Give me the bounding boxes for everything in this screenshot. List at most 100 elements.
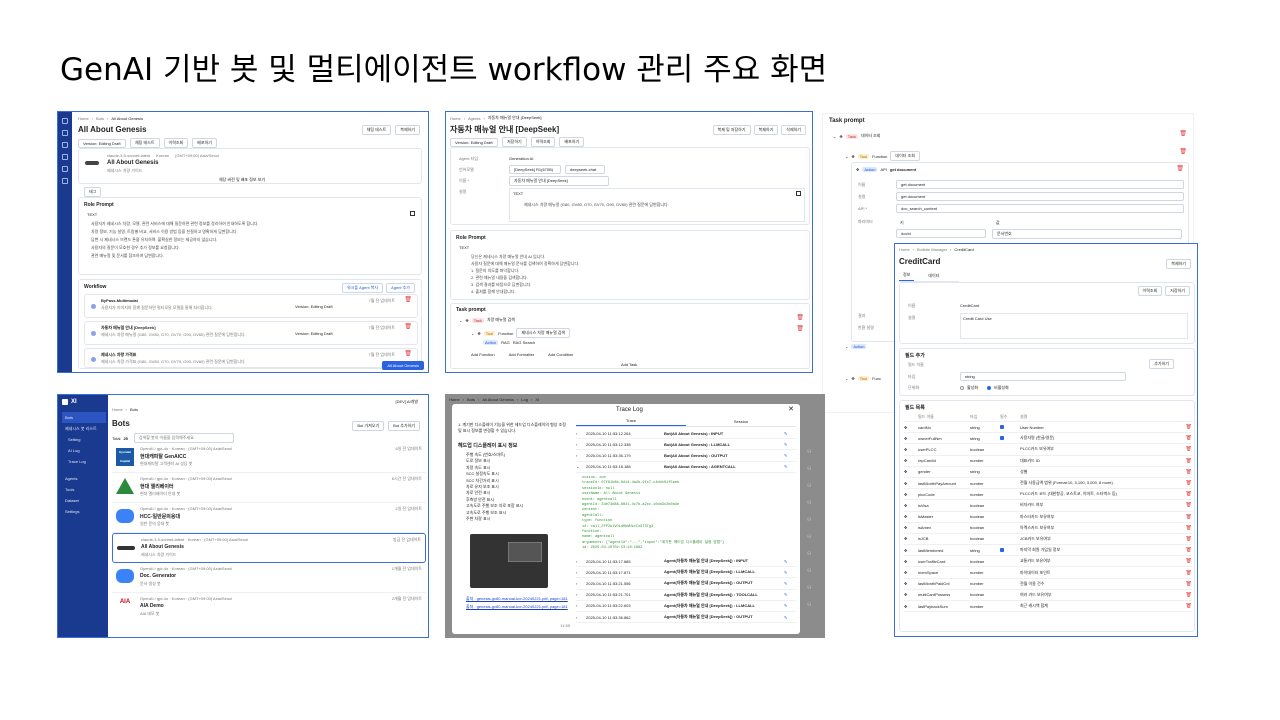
delete-icon[interactable]: 🗑 xyxy=(1179,131,1187,137)
home-icon[interactable] xyxy=(62,118,68,124)
list-item[interactable]: OpenAI / gpt-4o · Korean · (GMT+09:00) A… xyxy=(112,563,426,593)
sidebar-item-dataset[interactable]: Dataset xyxy=(65,498,79,503)
sidebar-item-setting[interactable]: Setting xyxy=(68,437,81,442)
drag-icon[interactable]: ✥ xyxy=(904,469,908,475)
sidebar-item-settings[interactable]: Settings xyxy=(65,509,80,514)
source-link[interactable]: 출처 : genesis-gv80-manual-kor-20240221.pd… xyxy=(466,604,568,609)
drag-icon[interactable]: ✥ xyxy=(904,603,908,609)
edit-icon[interactable]: ✎ xyxy=(784,592,788,598)
model-secondary-select[interactable]: deepseek-chat xyxy=(565,165,605,174)
add-bot-button[interactable]: Bot 추가하기 xyxy=(388,421,420,431)
delete-icon[interactable]: 🗑 xyxy=(1185,480,1192,487)
breadcrumb-item[interactable]: Agents xyxy=(468,115,481,121)
agent-icon[interactable] xyxy=(62,142,68,148)
duplicate-button[interactable]: 복제하기 xyxy=(395,125,420,135)
delete-icon[interactable]: 🗑 xyxy=(404,351,412,357)
edit-icon[interactable]: ✎ xyxy=(784,603,788,609)
delete-icon[interactable]: 🗑 xyxy=(1185,446,1192,453)
dataset-icon[interactable] xyxy=(62,166,68,172)
param-key-input[interactable]: docId xyxy=(896,229,986,238)
delete-icon[interactable]: 🗑 xyxy=(1179,149,1187,155)
delete-icon[interactable]: 🗑 xyxy=(1185,547,1192,554)
edit-icon[interactable]: ✎ xyxy=(784,569,788,575)
save-button[interactable]: 저장하기 xyxy=(502,137,527,147)
add-agent-button[interactable]: Agent 추가 xyxy=(386,283,415,293)
drag-icon[interactable]: ✥ xyxy=(904,491,908,497)
delete-icon[interactable]: 🗑 xyxy=(1185,502,1192,509)
workflow-version[interactable]: Version: Editing Draft xyxy=(295,331,333,336)
delete-button[interactable]: 삭제하기 xyxy=(781,125,806,135)
search-input[interactable]: 검색할 봇의 이름을 입력해주세요. xyxy=(133,433,234,443)
sidebar-item-tracelog[interactable]: Trace Log xyxy=(68,459,86,464)
workflow-item[interactable]: 제네시스 차량 가격표 제네시스 차량 가격표 (G80, GV80, G70,… xyxy=(84,348,418,368)
tab-data[interactable]: 데이터 xyxy=(928,272,940,278)
sidebar-item-ailog[interactable]: AI Log xyxy=(68,448,80,453)
sidebar-item-agents[interactable]: Agents xyxy=(65,476,78,481)
tool-icon[interactable] xyxy=(62,154,68,160)
workflow-version[interactable]: Version: Editing Draft xyxy=(295,304,333,309)
source-link[interactable]: 출처 : genesis-gv80-manual-kor-20240221.pd… xyxy=(466,596,568,601)
history-button[interactable]: 이력조회 xyxy=(163,138,189,148)
drag-icon[interactable]: ✥ xyxy=(904,458,908,464)
delete-icon[interactable]: 🗑 xyxy=(1185,491,1192,498)
duplicate-button[interactable]: 복제하기 xyxy=(753,125,779,135)
breadcrumb-item[interactable]: Bots xyxy=(96,116,105,121)
breadcrumb-item[interactable]: Log xyxy=(521,397,528,402)
version-select[interactable]: Version: Editing Draft xyxy=(78,138,126,148)
delete-icon[interactable]: 🗑 xyxy=(1185,569,1192,576)
breadcrumb-item[interactable]: Home xyxy=(450,115,461,121)
tab-session[interactable]: Session xyxy=(733,418,749,424)
delete-icon[interactable]: 🗑 xyxy=(796,315,804,321)
drag-icon[interactable]: ✥ xyxy=(904,514,908,520)
sidebar-item-genesis[interactable]: 제네시스 봇 리스트 xyxy=(65,426,97,431)
list-item[interactable]: AIA OpenAI / gpt-4o · Korean · (GMT+09:0… xyxy=(112,593,426,623)
delete-icon[interactable]: 🗑 xyxy=(1185,603,1192,610)
edit-icon[interactable]: ✎ xyxy=(784,464,788,470)
add-task-button[interactable]: Add Task xyxy=(621,362,638,367)
name-input[interactable]: 자동차 매뉴얼 안내 [DeepSeek] xyxy=(509,176,609,186)
drag-icon[interactable]: ✥ xyxy=(904,570,908,576)
field-required[interactable] xyxy=(1000,424,1020,430)
radio-on[interactable] xyxy=(960,386,964,390)
chat-test-action[interactable]: 채팅 테스트 xyxy=(130,138,160,148)
list-item[interactable]: Hyundai Capital OpenAI / gpt-4o · Korean… xyxy=(112,443,426,473)
type-select[interactable]: string xyxy=(960,372,1126,381)
name-value[interactable]: CreditCard xyxy=(960,303,980,308)
drag-icon[interactable]: ✥ xyxy=(904,558,908,564)
drag-icon[interactable]: ✥ xyxy=(465,317,469,323)
chevron-down-icon[interactable]: ⌄ xyxy=(845,153,849,159)
list-item-selected[interactable]: claude-3-5-sonnet-latest · Korean · (GMT… xyxy=(112,533,426,563)
sync-link[interactable]: 해당 버전 및 배포 정보 보기 xyxy=(219,177,266,182)
delete-icon[interactable]: 🗑 xyxy=(404,324,412,330)
desc-textarea[interactable]: Credit Card Use xyxy=(960,313,1188,339)
name-input[interactable]: get document xyxy=(896,180,1184,189)
delete-icon[interactable]: 🗑 xyxy=(1185,580,1192,587)
sidebar-item-bots[interactable]: Bots xyxy=(62,412,106,423)
delete-icon[interactable]: 🗑 xyxy=(1185,524,1192,531)
edit-icon[interactable]: ✎ xyxy=(784,580,788,586)
workflow-item[interactable]: ByPass-Multimodal 사용자가 이미지와 함께 질문하면 멀티모달… xyxy=(84,294,418,318)
list-item[interactable]: OpenAI / gpt-4o · Korean · (GMT+09:00) A… xyxy=(112,503,426,533)
desc-input[interactable]: get document xyxy=(896,192,1184,201)
chevron-down-icon[interactable]: ⌄ xyxy=(459,317,463,323)
drag-icon[interactable]: ✥ xyxy=(904,525,908,531)
close-icon[interactable]: ✕ xyxy=(788,406,794,413)
tag-button[interactable]: 태그 xyxy=(84,187,102,197)
chat-test-button[interactable]: 채팅 테스트 xyxy=(361,125,392,135)
param-value-input[interactable]: 문서번호 xyxy=(992,229,1182,239)
chevron-down-icon[interactable]: ⌄ xyxy=(845,376,849,381)
add-function-button[interactable]: Add Function xyxy=(471,352,495,357)
